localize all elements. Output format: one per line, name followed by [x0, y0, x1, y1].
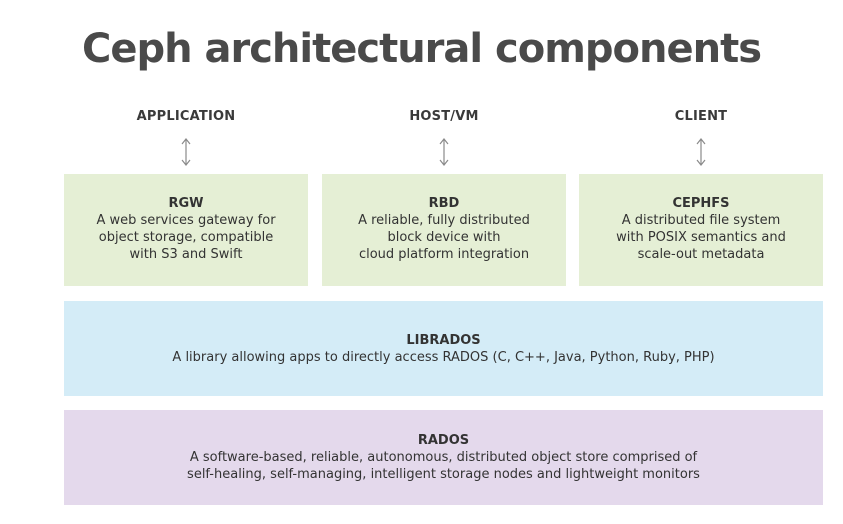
rgw-desc-line: A web services gateway for [96, 213, 276, 228]
rgw-heading: RGW [168, 196, 204, 211]
rados-heading: RADOS [417, 433, 470, 448]
rbd-desc-line: A reliable, fully distributed [358, 213, 530, 228]
column-client: CLIENT [579, 108, 823, 167]
rbd-desc-line: cloud platform integration [358, 247, 530, 262]
librados-box: LIBRADOS A library allowing apps to dire… [64, 301, 823, 396]
cephfs-heading: CEPHFS [672, 196, 730, 211]
rados-desc-line: A software-based, reliable, autonomous, … [189, 450, 698, 465]
double-arrow-icon [181, 138, 191, 166]
rbd-heading: RBD [428, 196, 460, 211]
cephfs-desc-line: A distributed file system [621, 213, 781, 228]
librados-heading: LIBRADOS [406, 333, 481, 348]
double-arrow-icon [696, 138, 706, 166]
cephfs-box: CEPHFS A distributed file system with PO… [579, 174, 823, 286]
rbd-desc-line: block device with [387, 230, 501, 245]
application-label: APPLICATION [136, 109, 236, 124]
column-application: APPLICATION [64, 108, 308, 167]
rgw-box: RGW A web services gateway for object st… [64, 174, 308, 286]
client-label: CLIENT [674, 109, 728, 124]
host-vm-label: HOST/VM [409, 109, 479, 124]
rgw-desc-line: with S3 and Swift [129, 247, 243, 262]
rgw-desc-line: object storage, compatible [98, 230, 274, 245]
cephfs-desc-line: scale-out metadata [637, 247, 765, 262]
rados-box: RADOS A software-based, reliable, autono… [64, 410, 823, 505]
column-host-vm: HOST/VM [322, 108, 566, 167]
cephfs-desc-line: with POSIX semantics and [616, 230, 786, 245]
diagram-title: Ceph architectural components [81, 26, 762, 72]
double-arrow-icon [439, 138, 449, 166]
rados-desc-line: self-healing, self-managing, intelligent… [187, 467, 700, 482]
rbd-box: RBD A reliable, fully distributed block … [322, 174, 566, 286]
librados-desc-line: A library allowing apps to directly acce… [172, 350, 715, 365]
